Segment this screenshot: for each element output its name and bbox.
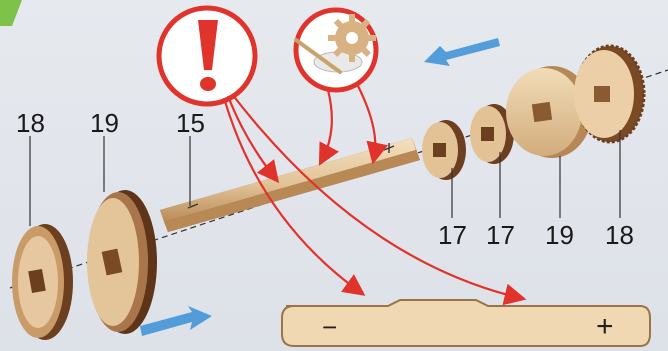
- axle-plus-mark: +: [596, 310, 614, 343]
- label-right-disc: 19: [545, 222, 574, 248]
- blue-arrow-icon-lower: [140, 306, 212, 336]
- corner-tab-icon: [0, 0, 22, 26]
- axle-15: [160, 138, 420, 232]
- spacer-17-a: [422, 120, 466, 180]
- label-right-gear: 18: [605, 222, 634, 248]
- blue-arrow-icon: [424, 38, 500, 66]
- axle-flat-view: − +: [282, 300, 650, 346]
- label-axle: 15: [176, 110, 205, 136]
- glue-callout: [296, 10, 376, 90]
- label-spacer-1: 17: [438, 222, 467, 248]
- label-spacer-2: 17: [486, 222, 515, 248]
- axle-minus-mark: −: [322, 312, 337, 342]
- warning-callout: [159, 8, 255, 104]
- label-left-gear: 18: [16, 110, 45, 136]
- left-gear-18: [12, 224, 73, 340]
- left-disc-19: [87, 190, 157, 334]
- label-left-disc: 19: [90, 110, 119, 136]
